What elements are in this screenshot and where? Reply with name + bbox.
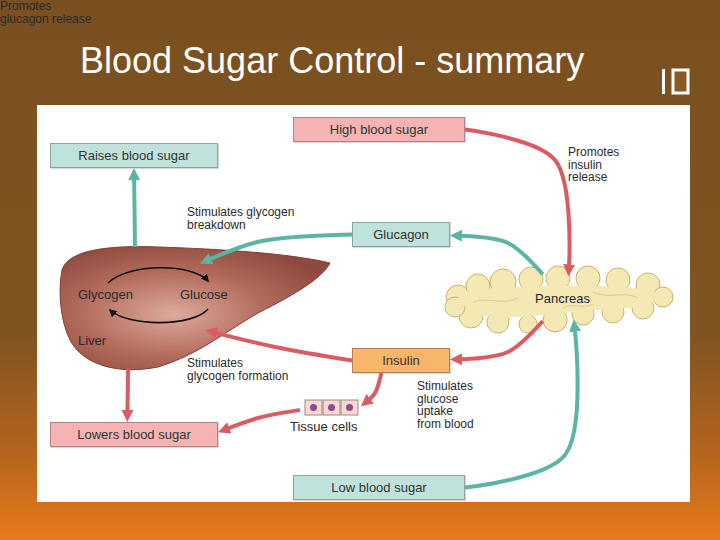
organ-label: Glycogen [78,287,133,302]
edge-label: Stimulates glycogen formation [187,357,291,382]
liver-organ: Glycogen GlucoseLiver [58,215,333,375]
organ-label: Glucose [180,287,228,302]
hormone-box: Insulin [352,348,450,373]
arrow-connector [213,332,352,360]
edge-label: Promotes insulin release [568,146,630,184]
box-text: Low blood sugar [331,480,426,495]
effect-box: Raises blood sugar [50,143,218,168]
box-text: High blood sugar [330,122,428,137]
box-text: Glucagon [373,227,429,242]
condition-box: High blood sugar [293,117,465,142]
organ-label: Tissue cells [290,419,357,434]
edge-label: Stimulates glucose uptake from blood [417,380,475,430]
arrow-connector [367,373,381,401]
organ-label: Liver [78,333,106,348]
condition-box: Low blood sugar [293,475,465,500]
decor-bar [673,70,688,93]
edge-label: Stimulates glycogen breakdown [187,206,337,231]
edge-label: Promotes glucagon release [0,0,100,25]
effect-box: Lowers blood sugar [50,422,218,447]
decor-bar [662,69,665,94]
hormone-box: Glucagon [352,222,450,247]
slide-title: Blood Sugar Control - summary [80,42,584,80]
organ-label: Pancreas [535,291,590,306]
box-text: Raises blood sugar [78,148,189,163]
arrow-connector [132,176,137,247]
diagram-panel [37,105,690,502]
box-text: Insulin [382,353,420,368]
box-text: Lowers blood sugar [77,427,190,442]
pancreas-organ: Pancreas [443,262,675,334]
arrow-connector [465,328,578,488]
tissue-cells: Tissue cells [288,398,380,434]
arrow-connector [226,410,300,429]
arrow-connector [125,369,130,414]
arrow-connector [465,130,569,269]
